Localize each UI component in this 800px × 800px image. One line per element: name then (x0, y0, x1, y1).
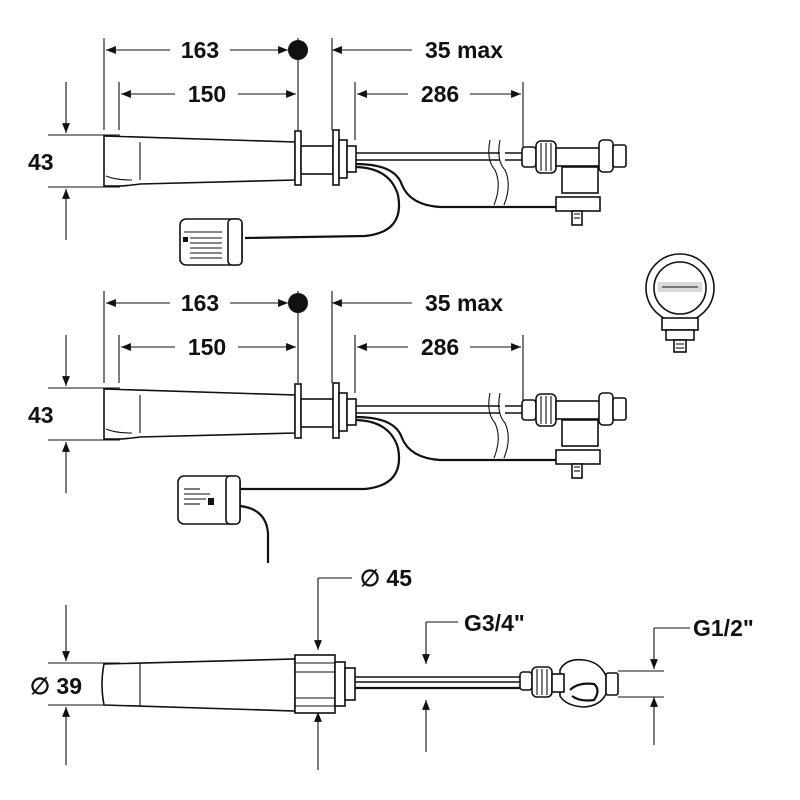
dimension-35max: 35 max (332, 290, 503, 316)
wall-flange-top (294, 654, 356, 714)
spout (103, 388, 296, 440)
dim-286-label: 286 (421, 81, 459, 107)
solenoid-valve-top (519, 658, 619, 708)
control-cable (244, 165, 401, 240)
wall-flange (294, 382, 357, 439)
dim-35max-label: 35 max (425, 290, 503, 316)
dimension-150: 150 (121, 334, 296, 360)
dim-43-label: 43 (28, 402, 54, 428)
dimension-thread-g12: G1/2" (618, 615, 754, 745)
thread-g34-label: G3/4" (464, 610, 525, 636)
dimension-diameter-45: ∅ 45 (314, 565, 412, 770)
top-view: 163 35 max 150 286 43 (28, 37, 627, 266)
supply-tube (356, 392, 522, 459)
dim-35max-label: 35 max (425, 37, 503, 63)
dimension-286: 286 (357, 334, 521, 360)
spout (103, 135, 296, 187)
solenoid-valve (521, 392, 627, 479)
supply-tube (356, 139, 522, 206)
dim-163-label: 163 (181, 290, 219, 316)
dim-d39-label: ∅ 39 (30, 673, 82, 699)
dimension-35max: 35 max (332, 37, 503, 63)
dim-286-label: 286 (421, 334, 459, 360)
solenoid-valve (521, 139, 627, 226)
control-box-with-power-cable (177, 475, 270, 563)
middle-view: 163 35 max 150 286 43 (28, 290, 627, 563)
dimension-43: 43 (28, 82, 120, 240)
dim-d45-label: ∅ 45 (360, 565, 412, 591)
dimension-286: 286 (357, 81, 521, 107)
dimension-diameter-39: ∅ 39 (30, 605, 120, 765)
sensor-detail (645, 253, 715, 353)
dim-43-label: 43 (28, 149, 54, 175)
reference-dot (288, 40, 308, 60)
spout-top (101, 658, 296, 712)
control-cable (240, 418, 401, 491)
bottom-view: ∅ 45 G3/4" G1/2" ∅ 39 (30, 565, 754, 770)
sensor-cable (355, 162, 556, 209)
dimension-163: 163 (106, 290, 288, 316)
dim-150-label: 150 (188, 334, 226, 360)
dimension-150: 150 (121, 81, 296, 107)
dim-150-label: 150 (188, 81, 226, 107)
dimension-43: 43 (28, 335, 120, 493)
dimension-163: 163 (106, 37, 288, 63)
control-box (179, 218, 243, 266)
reference-dot (288, 293, 308, 313)
supply-tube-top (355, 676, 540, 690)
wall-flange (294, 129, 357, 186)
sensor-cable (355, 415, 556, 462)
dim-163-label: 163 (181, 37, 219, 63)
thread-g12-label: G1/2" (693, 615, 754, 641)
dimension-thread-g34: G3/4" (422, 610, 525, 752)
